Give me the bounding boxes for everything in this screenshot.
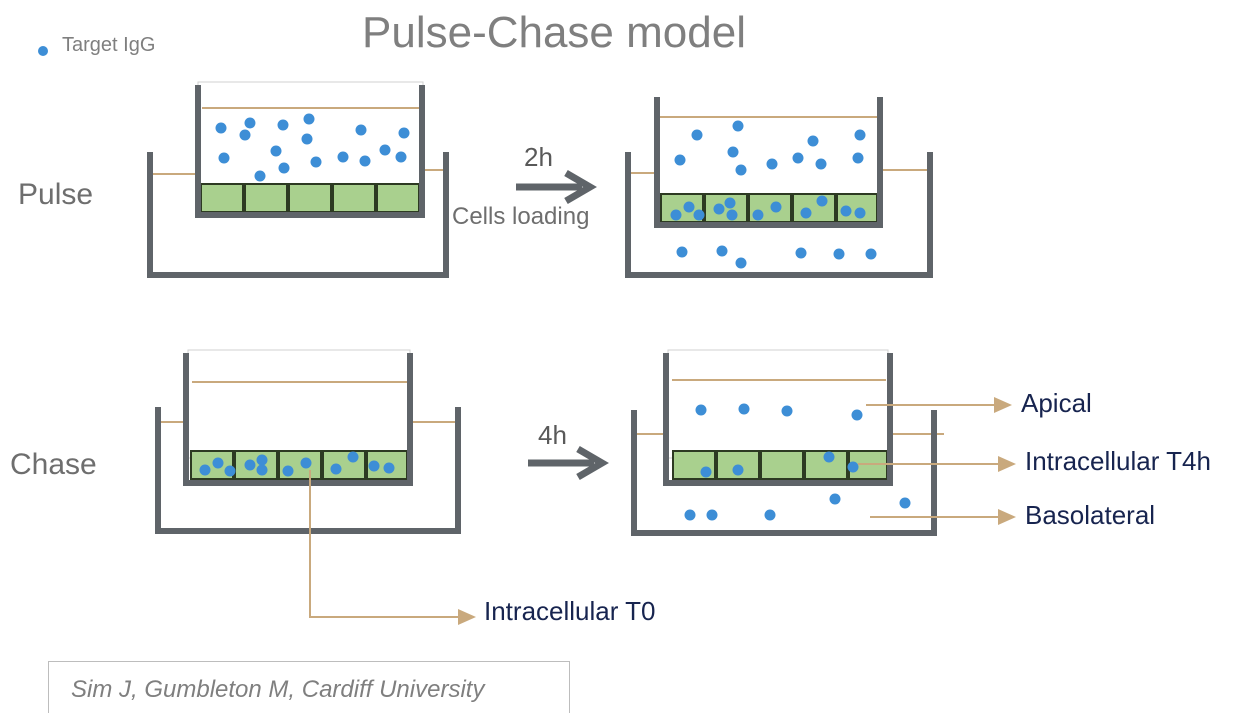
igg-dots — [199, 451, 395, 477]
cell-monolayer — [190, 450, 408, 480]
pointer-apical — [866, 397, 1012, 413]
arrow-2h — [516, 169, 597, 205]
citation-text: Sim J, Gumbleton M, Cardiff University — [71, 676, 485, 703]
transwell-pulse-end — [625, 97, 933, 278]
igg-dots — [670, 120, 877, 269]
diagram-title: Pulse-Chase model — [362, 8, 746, 57]
pointer-intracellular-t4h — [858, 456, 1016, 472]
step-caption-pulse: Cells loading — [452, 203, 590, 230]
transwell-chase-end — [631, 349, 944, 536]
row-label-chase: Chase — [10, 448, 97, 481]
pointer-intracellular-t0 — [309, 470, 476, 625]
cell-monolayer — [200, 183, 420, 213]
output-label-apical: Apical — [1021, 388, 1092, 418]
transwell-pulse-start — [147, 81, 449, 278]
legend-label: Target IgG — [62, 34, 156, 56]
step-time-chase: 4h — [538, 420, 567, 450]
citation-box: Sim J, Gumbleton M, Cardiff University — [48, 661, 570, 713]
row-label-pulse: Pulse — [18, 178, 94, 211]
output-label-basolateral: Basolateral — [1025, 500, 1156, 530]
igg-dots — [215, 113, 410, 182]
transwell-chase-start — [155, 349, 461, 534]
output-label-intracellular-t4h: Intracellular T4h — [1025, 446, 1211, 476]
arrow-4h — [528, 445, 609, 481]
step-time-pulse: 2h — [524, 142, 553, 172]
output-label-intracellular-t0: Intracellular T0 — [484, 596, 656, 626]
pointer-basolateral — [870, 509, 1016, 525]
igg-dots — [684, 403, 911, 521]
igg-dot-icon — [38, 46, 48, 56]
